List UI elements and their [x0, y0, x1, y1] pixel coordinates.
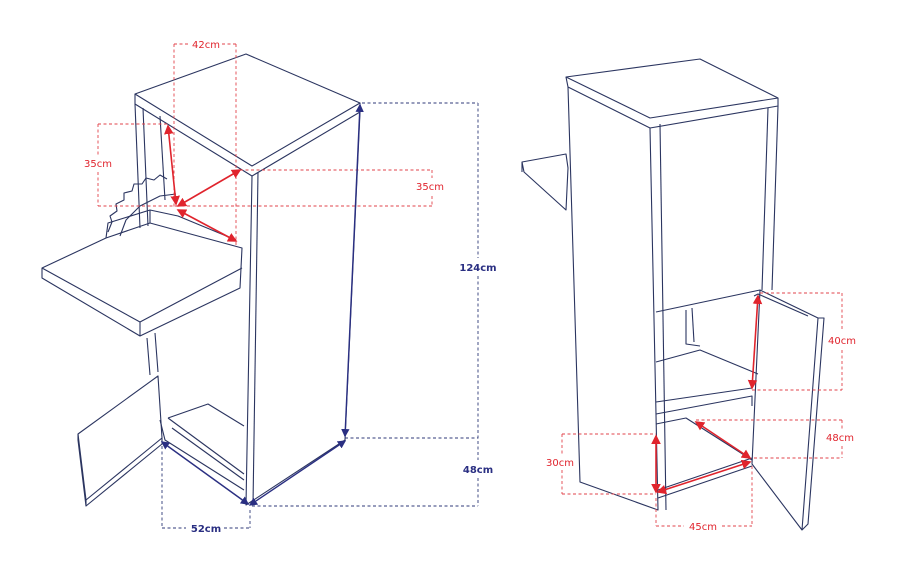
dim-label-depth: 52cm: [191, 524, 221, 535]
dim-label-total-height: 124cm: [459, 263, 496, 274]
door-height-arrow: [747, 294, 763, 390]
slot-height-arrow: [164, 124, 180, 206]
dim-label-door-height: 40cm: [828, 336, 856, 347]
dim-label-inner-height: 30cm: [546, 458, 574, 469]
total-height-arrow: [341, 103, 364, 438]
dim-label-slot-depth: 35cm: [416, 182, 444, 193]
left-dimensions: 42cm 35cm 35cm 124cm 48cm 52cm: [84, 40, 497, 535]
depth-arrow-right: [248, 440, 347, 506]
dim-label-slot-height: 35cm: [84, 159, 112, 170]
depth-arrow: [160, 441, 250, 505]
dim-label-lower-height: 48cm: [463, 465, 493, 476]
width-top-arrow: [176, 209, 238, 242]
dim-label-compartment-height: 48cm: [826, 433, 854, 444]
inner-width-arrow: [656, 459, 752, 495]
right-dimensions: 40cm 48cm 30cm 45cm: [546, 292, 856, 533]
slot-depth-arrow: [176, 169, 242, 207]
left-parcel-box: [41, 53, 361, 507]
inner-depth-arrow: [694, 421, 752, 459]
dim-label-inner-width: 45cm: [689, 522, 717, 533]
dim-label-width-top: 42cm: [192, 40, 220, 51]
